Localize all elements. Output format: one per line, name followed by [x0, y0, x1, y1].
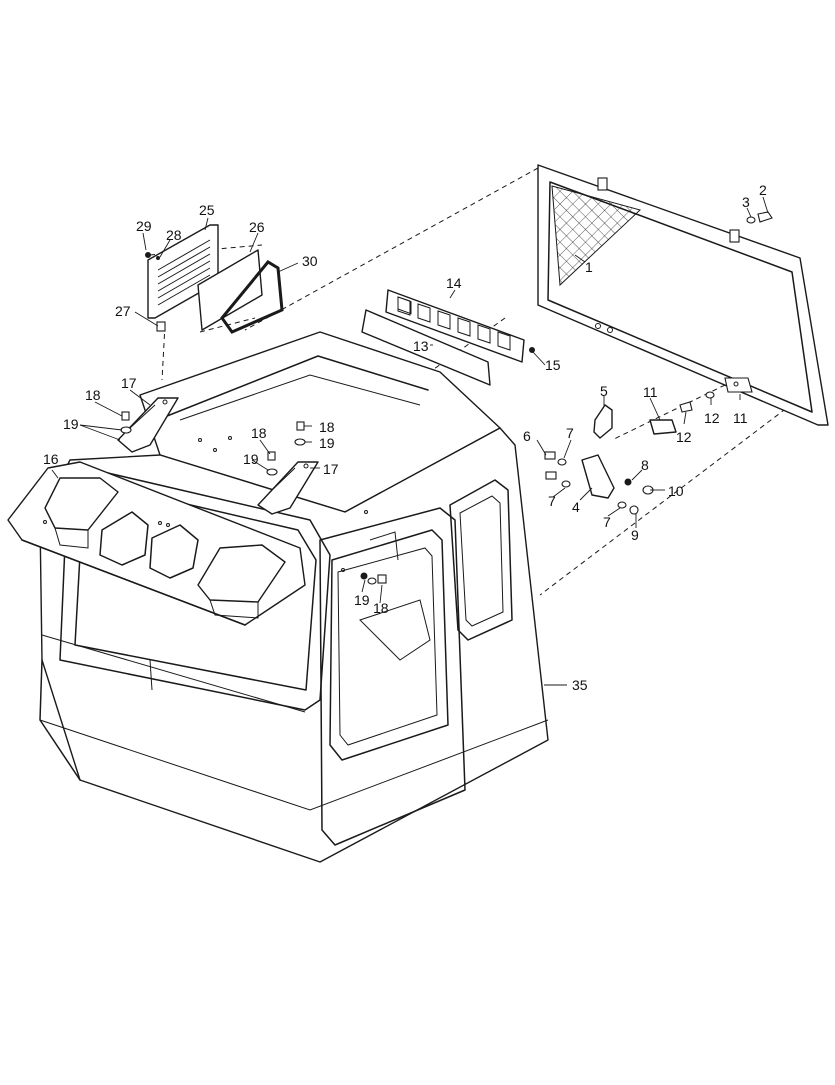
callout-12b: 12 [704, 410, 720, 426]
frame-bolt-and-washer [746, 211, 773, 224]
callout-30: 30 [302, 253, 318, 269]
callout-18a: 18 [85, 387, 101, 403]
grille-fasteners [145, 252, 166, 332]
callout-19a: 19 [63, 416, 79, 432]
callout-18d: 18 [373, 600, 389, 616]
callout-19b: 19 [319, 435, 335, 451]
slotted-strip [385, 289, 525, 363]
gasket-seal [220, 260, 284, 334]
callout-28: 28 [166, 227, 182, 243]
callout-18c: 18 [251, 425, 267, 441]
callout-8: 8 [641, 457, 649, 473]
screw-15 [529, 347, 535, 353]
callout-35: 35 [572, 677, 588, 693]
callout-27: 27 [115, 303, 131, 319]
trim-strip [361, 309, 491, 386]
callout-11a: 11 [643, 384, 658, 400]
callout-4: 4 [572, 499, 580, 515]
callout-25: 25 [199, 202, 215, 218]
mesh-guard-frame [537, 164, 829, 426]
callout-2: 2 [759, 182, 767, 198]
callout-17a: 17 [121, 375, 137, 391]
callout-12a: 12 [676, 429, 692, 445]
callout-11b: 11 [733, 410, 748, 426]
callout-5: 5 [600, 383, 608, 399]
callout-7a: 7 [566, 425, 574, 441]
callout-6: 6 [523, 428, 531, 444]
cab-body [39, 331, 549, 863]
mounting-brackets [117, 397, 319, 515]
leader-lines [51, 196, 769, 686]
callout-7b: 7 [548, 493, 556, 509]
callout-18b: 18 [319, 419, 335, 435]
front-visor-panel [7, 461, 306, 626]
callout-17b: 17 [323, 461, 339, 477]
callout-3: 3 [742, 194, 750, 210]
callout-19c: 19 [243, 451, 259, 467]
callout-1: 1 [585, 259, 593, 275]
bolts-and-washers [120, 411, 387, 585]
callout-9: 9 [631, 527, 639, 543]
callout-7c: 7 [603, 514, 611, 530]
callout-19d: 19 [354, 592, 370, 608]
callout-15: 15 [545, 357, 561, 373]
callout-14: 14 [446, 275, 462, 291]
callout-13: 13 [413, 338, 429, 354]
callout-29: 29 [136, 218, 152, 234]
callout-26: 26 [249, 219, 265, 235]
callout-labels: 1 2 3 4 5 6 7 7 7 8 9 10 11 11 12 12 13 … [43, 182, 767, 693]
callout-10: 10 [668, 483, 684, 499]
latch-bracket-assembly [544, 391, 715, 515]
filter-panel [197, 249, 263, 331]
callout-16: 16 [43, 451, 59, 467]
